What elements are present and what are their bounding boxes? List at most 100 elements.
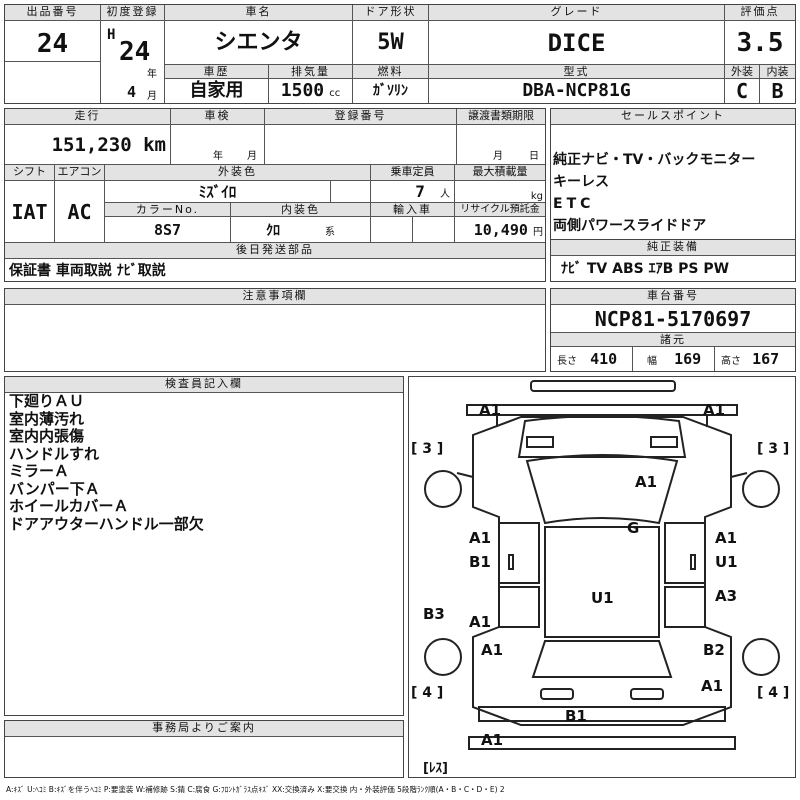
model-label: 型式: [429, 65, 725, 79]
spec-label: 諸元: [551, 333, 795, 347]
era: H: [107, 27, 116, 43]
car-name-label: 車名: [165, 5, 353, 21]
chassis-no: NCP81-5170697: [551, 305, 795, 333]
note-line: 室内内張傷: [9, 427, 85, 445]
reg-year: 24: [119, 37, 151, 67]
sales-point: 両側パワースライドドア: [553, 218, 707, 234]
transfer-month-unit: 月: [493, 151, 503, 162]
history: 自家用: [165, 79, 269, 103]
reg-month-unit: 月: [147, 91, 157, 102]
car-outline-drawing: [424, 380, 780, 750]
mark-wheel-front-left: [ 3 ]: [411, 441, 444, 457]
reg-month: 4: [127, 83, 137, 101]
lot-no-label: 出品番号: [5, 5, 101, 21]
note-line: バンパー下Ａ: [9, 479, 100, 498]
mark-wheel-rear-left: [ 4 ]: [411, 685, 444, 701]
recycle-unit: 円: [533, 227, 543, 238]
int-color-label: 内装色: [231, 203, 371, 217]
office-block: 事務局よりご案内: [4, 720, 404, 778]
legend: A:ｷｽﾞ U:ﾍｺﾐ B:ｷｽﾞを伴うﾍｺﾐ P:要塗装 W:補修跡 S:錆 …: [6, 785, 505, 794]
import-left: [371, 217, 413, 243]
reg-year-unit: 年: [147, 69, 157, 80]
mark-wheel-rear-right: [ 4 ]: [757, 685, 790, 701]
door: 5W: [353, 21, 429, 65]
mark-front-left: A1: [479, 401, 502, 419]
transfer-label: 譲渡書類期限: [457, 109, 545, 125]
int-color-unit: 系: [325, 227, 336, 238]
width: 169: [674, 350, 702, 368]
grade: DICE: [429, 21, 725, 65]
caution-block: 注意事項欄: [4, 288, 546, 372]
mark-right-rear-door: A3: [715, 587, 738, 605]
mileage-label: 走行: [5, 109, 171, 125]
mark-roof: U1: [591, 589, 614, 607]
displacement: 1500: [280, 80, 325, 101]
inspection-year-unit: 年: [213, 151, 223, 162]
shift: IAT: [5, 181, 55, 243]
recycle-cell: 10,490 円: [455, 217, 545, 243]
mark-right-rear-corner: A1: [701, 677, 724, 695]
history-label: 車歴: [165, 65, 269, 79]
int-color-cell: ｸﾛ 系: [231, 217, 371, 243]
chassis-label: 車台番号: [551, 289, 795, 305]
note-line: 下廻りＡＵ: [9, 392, 85, 410]
ext-color: ﾐｽﾞｲﾛ: [105, 181, 331, 203]
height: 167: [752, 350, 780, 368]
mark-left-front-door-a: A1: [469, 529, 492, 547]
mark-rear-bumper: B1: [565, 707, 587, 725]
height-cell: 高さ 167: [715, 347, 795, 371]
inspection-month-unit: 月: [247, 151, 257, 162]
equipment-block: 純正装備 ﾅﾋﾞ TV ABS ｴｱB PS PW: [550, 240, 796, 282]
mark-front-right: A1: [703, 401, 726, 419]
car-name: シエンタ: [165, 21, 353, 65]
mark-left-rear-door: A1: [469, 613, 492, 631]
caution-label: 注意事項欄: [5, 289, 545, 305]
equipment: ﾅﾋﾞ TV ABS ｴｱB PS PW: [561, 261, 730, 277]
mark-rear-left-bottom: A1: [481, 731, 504, 749]
header-block: 出品番号 24 初度登録 H 24 年 4 月 車名 シエンタ ドア形状 5W …: [4, 4, 796, 104]
reg-no-label: 登録番号: [265, 109, 457, 125]
int-color: ｸﾛ: [265, 223, 280, 239]
mark-right-front-door-u: U1: [715, 553, 738, 571]
score: 3.5: [725, 21, 795, 65]
transfer-day-unit: 日: [529, 151, 539, 162]
exterior: C: [725, 79, 760, 103]
color-no: 8S7: [105, 217, 231, 243]
door-label: ドア形状: [353, 5, 429, 21]
first-reg-label: 初度登録: [101, 5, 165, 21]
mileage: 151,230 km: [5, 125, 171, 165]
shift-label: シフト: [5, 165, 55, 181]
sales-points-list: 純正ナビ・TV・バックモニター キーレス ETC 両側パワースライドドア: [553, 149, 755, 237]
inspector-block: 検査員記入欄 下廻りＡＵ 室内薄汚れ 室内内張傷 ハンドルすれ ミラーＡ バンパ…: [4, 376, 404, 716]
inspection-cell: 年 月: [171, 125, 265, 165]
reg-no: [265, 125, 457, 165]
note-line: ドアアウターハンドル一部欠: [9, 514, 204, 533]
length: 410: [590, 350, 618, 368]
score-label: 評価点: [725, 5, 795, 21]
ac-label: エアコン: [55, 165, 105, 181]
inspection-label: 車検: [171, 109, 265, 125]
recycle: 10,490: [473, 221, 528, 239]
max-load-cell: kg: [455, 181, 545, 203]
import-right: [413, 217, 455, 243]
ac: AC: [55, 181, 105, 243]
equipment-label: 純正装備: [551, 240, 795, 256]
office-label: 事務局よりご案内: [5, 721, 403, 737]
width-label: 幅: [647, 356, 657, 367]
displacement-cell: 1500 cc: [269, 79, 353, 103]
mark-left-rear-wheel: A1: [481, 641, 504, 659]
note-line: ハンドルすれ: [9, 444, 100, 463]
mark-left-front-door-b: B1: [469, 553, 491, 571]
max-load-unit: kg: [530, 191, 543, 202]
fuel: ｶﾞｿﾘﾝ: [353, 79, 429, 103]
mark-windshield: G: [627, 519, 640, 537]
exterior-label: 外装: [725, 65, 760, 79]
capacity-cell: 7 人: [371, 181, 455, 203]
capacity-unit: 人: [440, 189, 450, 200]
length-cell: 長さ 410: [551, 347, 633, 371]
sales-point: 純正ナビ・TV・バックモニター: [553, 152, 756, 168]
ext-color-extra: [331, 181, 371, 203]
later-label: 後日発送部品: [5, 243, 545, 259]
later: 保証書 車両取説 ﾅﾋﾞ取説: [9, 263, 166, 279]
vehicle-info-block: 走行 車検 登録番号 譲渡書類期限 151,230 km 年 月 月 日 シフト…: [4, 108, 546, 282]
